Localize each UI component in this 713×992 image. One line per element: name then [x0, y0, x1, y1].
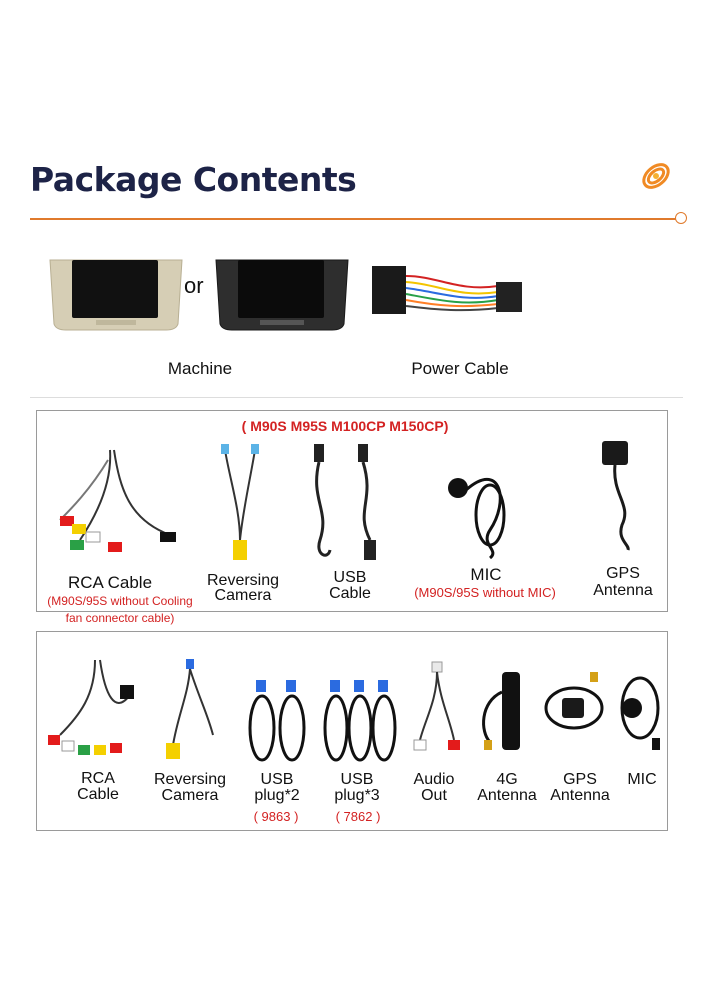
usb-plug-2-label-2: plug*2	[254, 787, 300, 804]
mic-note: (M90S/95S without MIC)	[414, 585, 556, 600]
usb-plug-3-code: ( 7862 )	[335, 809, 381, 824]
rca-cable-2-image	[48, 659, 134, 755]
header-divider	[30, 218, 678, 220]
rca-cable-label: RCA Cable	[67, 573, 153, 592]
audio-out-label-2: Out	[421, 787, 447, 804]
mic-image	[448, 477, 506, 560]
usb-cable-label-2: Cable	[329, 585, 371, 602]
4g-antenna-image	[482, 672, 520, 750]
audio-out-cable-image	[413, 661, 460, 751]
gps-antenna-label-1: GPS	[606, 565, 640, 582]
reversing-camera-cable-2-image	[166, 659, 214, 759]
gps-antenna-2-image	[544, 672, 604, 730]
reversing-camera-label-2: Camera	[214, 587, 272, 604]
machine-black-image	[215, 259, 349, 331]
or-text: or	[184, 273, 204, 298]
reversing-camera-label-1: Reversing	[206, 572, 280, 589]
gps-antenna-label-2: Antenna	[593, 582, 653, 599]
power-cable-label: Power Cable	[411, 359, 509, 378]
reversing-camera-cable-image	[221, 444, 259, 560]
usb-plug-2-image	[248, 680, 306, 762]
rca-cable-2-label-1: RCA	[81, 770, 115, 787]
mic-label: MIC	[470, 565, 502, 584]
machine-silver-image	[49, 259, 183, 331]
rca-cable-note-1: (M90S/95S without Cooling	[47, 594, 193, 608]
reversing-camera-2-label-1: Reversing	[153, 771, 227, 788]
usb-cable-label-1: USB	[333, 569, 367, 586]
mic-2-image	[620, 676, 660, 750]
usb-cable-image	[314, 444, 376, 560]
model-note: ( M90S M95S M100CP M150CP)	[241, 418, 449, 434]
gps-antenna-2-label-2: Antenna	[550, 787, 610, 804]
usb-plug-3-label-2: plug*3	[334, 787, 380, 804]
4g-antenna-label-1: 4G	[496, 771, 518, 788]
rca-cable-note-2: fan connector cable)	[65, 611, 175, 625]
machine-label: Machine	[167, 359, 233, 378]
reversing-camera-2-label-2: Camera	[161, 787, 219, 804]
accessories-box-1	[36, 410, 668, 612]
4g-antenna-label-2: Antenna	[477, 787, 537, 804]
audio-out-label-1: Audio	[413, 771, 455, 788]
divider-end-dot	[675, 212, 687, 224]
usb-plug-2-label-1: USB	[260, 771, 294, 788]
rca-cable-image	[59, 449, 176, 552]
gps-antenna-2-label-1: GPS	[563, 771, 597, 788]
usb-plug-2-code: ( 9863 )	[253, 809, 299, 824]
brand-logo-icon	[642, 163, 670, 189]
usb-plug-3-label-1: USB	[340, 771, 374, 788]
page-title: Package Contents	[30, 160, 357, 199]
usb-plug-3-image	[323, 680, 397, 762]
power-cable-image	[372, 266, 522, 314]
accessories-box-2	[36, 631, 668, 831]
rca-cable-2-label-2: Cable	[77, 786, 119, 803]
mic-2-label: MIC	[627, 771, 657, 788]
gps-antenna-image	[602, 441, 630, 551]
section-divider	[30, 397, 683, 398]
